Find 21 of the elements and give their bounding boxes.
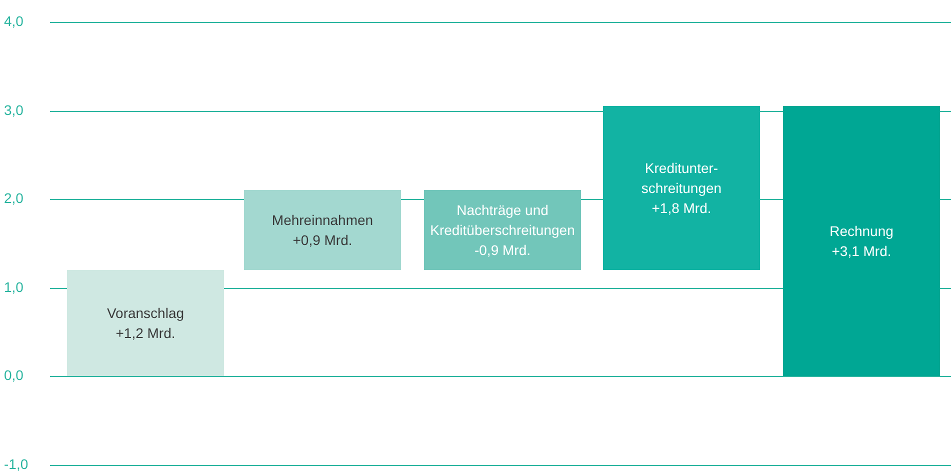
- bar-label: Rechnung: [830, 222, 894, 241]
- bar: [783, 106, 940, 376]
- bar-label: Nachträge und Kreditüberschreitungen: [429, 201, 576, 240]
- axis-tick-label: 4,0: [4, 13, 24, 29]
- value-label: +1,2 Mrd.: [116, 324, 176, 343]
- bar-label: Kreditunter- schreitungen: [640, 159, 723, 198]
- axis-tick-label: 3,0: [4, 102, 24, 118]
- value-label: +3,1 Mrd.: [832, 242, 892, 261]
- value-label: -0,9 Mrd.: [474, 241, 530, 260]
- axis-tick-label: 2,0: [4, 190, 24, 206]
- axis-tick-label: -1,0: [4, 456, 28, 472]
- bar: [603, 106, 760, 270]
- axis-tick-label: 1,0: [4, 279, 24, 295]
- bar-label: Mehreinnahmen: [272, 211, 374, 230]
- bar: [424, 190, 581, 270]
- bar: [67, 270, 224, 376]
- bar: [244, 190, 401, 270]
- axis-tick-label: 0,0: [4, 367, 24, 383]
- value-label: +0,9 Mrd.: [292, 231, 352, 250]
- bar-label: Voranschlag: [106, 304, 184, 323]
- value-label: +1,8 Mrd.: [652, 199, 712, 218]
